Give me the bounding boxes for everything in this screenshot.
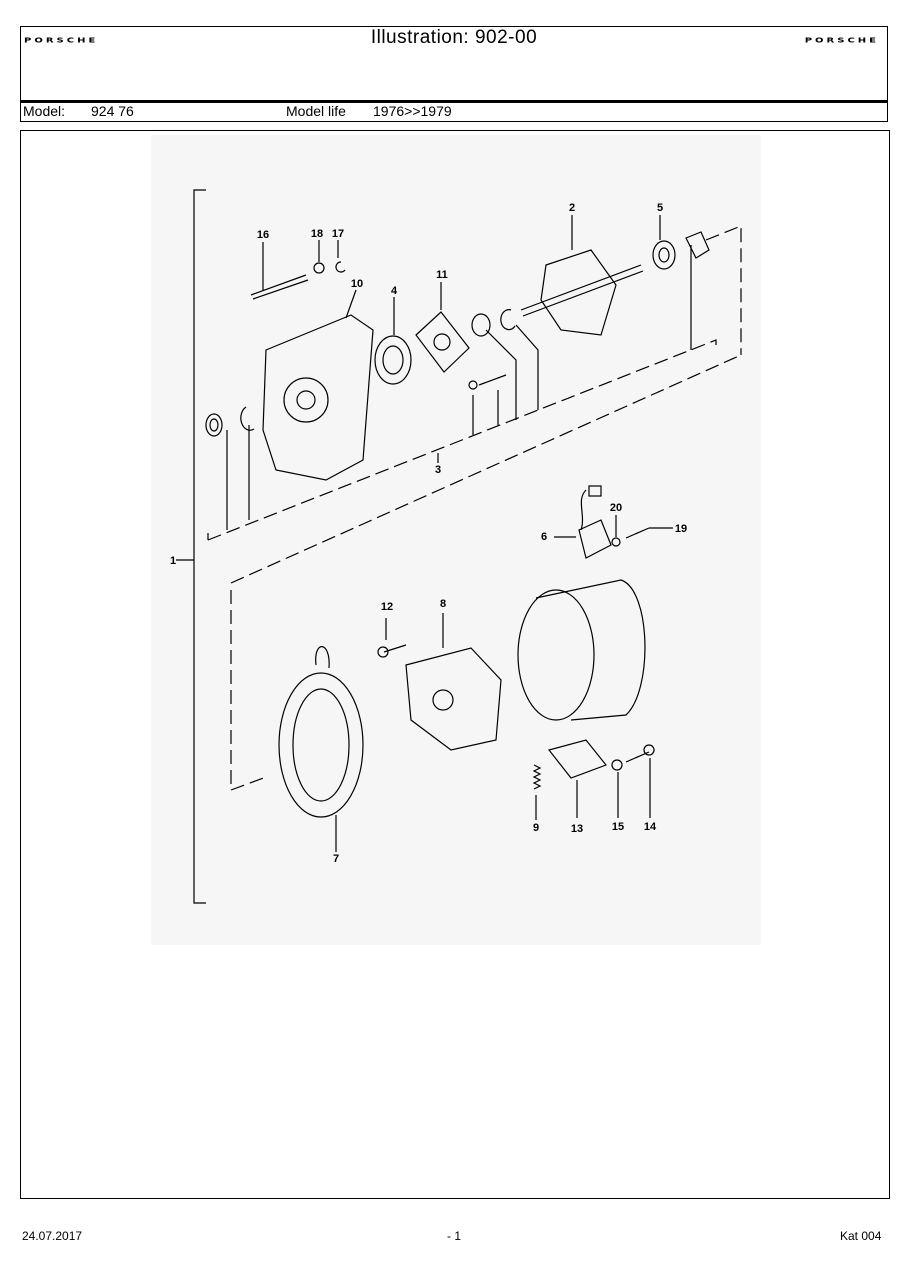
porsche-logo-left: PORSCHE xyxy=(24,37,99,45)
model-life-label: Model life xyxy=(286,103,346,119)
callout-3: 3 xyxy=(435,464,441,476)
callout-10: 10 xyxy=(351,278,363,290)
callout-9: 9 xyxy=(533,822,539,834)
callout-12: 12 xyxy=(381,601,393,613)
footer-page: - 1 xyxy=(447,1229,462,1243)
callout-4: 4 xyxy=(391,285,398,297)
callout-14: 14 xyxy=(644,821,657,833)
model-value: 924 76 xyxy=(91,103,134,119)
model-label: Model: xyxy=(23,103,66,119)
callout-18: 18 xyxy=(311,228,323,240)
header: PORSCHE Illustration: 902-00 PORSCHE Mod… xyxy=(20,26,888,122)
callout-17: 17 xyxy=(332,228,344,240)
callout-15: 15 xyxy=(612,821,624,833)
callout-1: 1 xyxy=(170,555,176,567)
model-life-value: 1976>>1979 xyxy=(373,103,452,119)
porsche-logo-right: PORSCHE xyxy=(804,37,879,45)
callout-16: 16 xyxy=(257,229,269,241)
callout-6: 6 xyxy=(541,531,547,543)
footer-date: 24.07.2017 xyxy=(22,1229,83,1243)
callout-13: 13 xyxy=(571,823,583,835)
callout-7: 7 xyxy=(333,853,339,865)
header-divider xyxy=(21,100,887,103)
callout-19: 19 xyxy=(675,523,687,535)
callout-2: 2 xyxy=(569,202,575,214)
illustration-title: Illustration: 902-00 xyxy=(370,27,538,48)
footer-catalog: Kat 004 xyxy=(840,1229,882,1243)
callout-8: 8 xyxy=(440,598,446,610)
callout-5: 5 xyxy=(657,202,663,214)
callout-11: 11 xyxy=(436,269,448,281)
callout-20: 20 xyxy=(610,502,622,514)
model-row: Model: 924 76 Model life 1976>>1979 xyxy=(21,103,887,122)
